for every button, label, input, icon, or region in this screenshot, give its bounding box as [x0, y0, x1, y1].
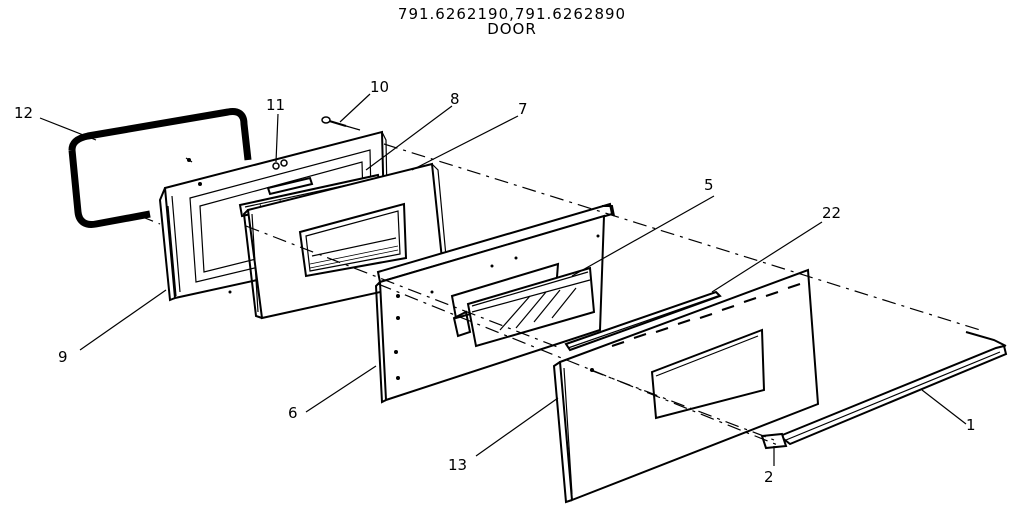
- part-5-glass: [466, 266, 596, 348]
- callout-8: 8: [450, 90, 460, 108]
- callout-22: 22: [822, 204, 841, 222]
- callout-7: 7: [518, 100, 528, 118]
- part-13-outer-door-panel: [552, 268, 820, 504]
- callout-6: 6: [288, 404, 298, 422]
- model-numbers-title: 791.6262190,791.6262890: [397, 5, 627, 23]
- leader-lines: [39, 93, 967, 466]
- part-22-vent-trim: [564, 290, 722, 352]
- callout-1: 1: [966, 416, 976, 434]
- callout-13: 13: [448, 456, 467, 474]
- callout-12: 12: [14, 104, 33, 122]
- part-1-door-handle: [778, 331, 1008, 446]
- part-10-screw: [321, 116, 361, 131]
- alignment-lines: [139, 143, 981, 447]
- callout-5: 5: [704, 176, 714, 194]
- callout-2: 2: [764, 468, 774, 486]
- assembly-title: DOOR: [487, 20, 537, 38]
- callout-11: 11: [266, 96, 285, 114]
- part-2-end-cap: [760, 432, 788, 450]
- callout-9: 9: [58, 348, 68, 366]
- part-12-door-gasket: [68, 108, 252, 228]
- callout-10: 10: [370, 78, 389, 96]
